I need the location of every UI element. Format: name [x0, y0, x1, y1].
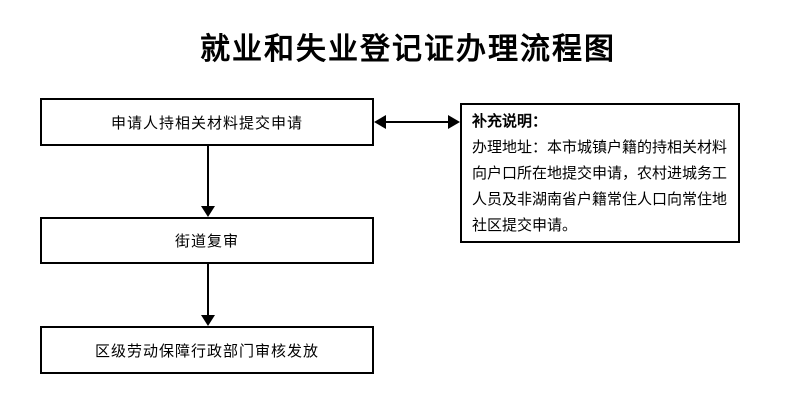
flow-step-label: 申请人持相关材料提交申请	[110, 114, 303, 132]
flow-step-district-issue: 区级劳动保障行政部门审核发放	[40, 326, 374, 374]
note-heading: 补充说明：	[472, 113, 548, 130]
flow-step-label: 街道复审	[174, 233, 239, 250]
down-arrow-2	[201, 264, 215, 326]
flowchart-title: 就业和失业登记证办理流程图	[200, 33, 616, 66]
flow-step-label: 区级劳动保障行政部门审核发放	[94, 342, 319, 360]
note-body: 办理地址：本市城镇户籍的持相关材料向户口所在地提交申请，农村进城务工人员及非湖南…	[472, 139, 728, 234]
double-headed-arrow	[374, 115, 460, 129]
flow-step-street-review: 街道复审	[40, 217, 374, 264]
down-arrow-1	[201, 146, 215, 217]
flow-step-submit-application: 申请人持相关材料提交申请	[40, 98, 374, 146]
note-box: 补充说明： 办理地址：本市城镇户籍的持相关材料向户口所在地提交申请，农村进城务工…	[460, 103, 740, 243]
